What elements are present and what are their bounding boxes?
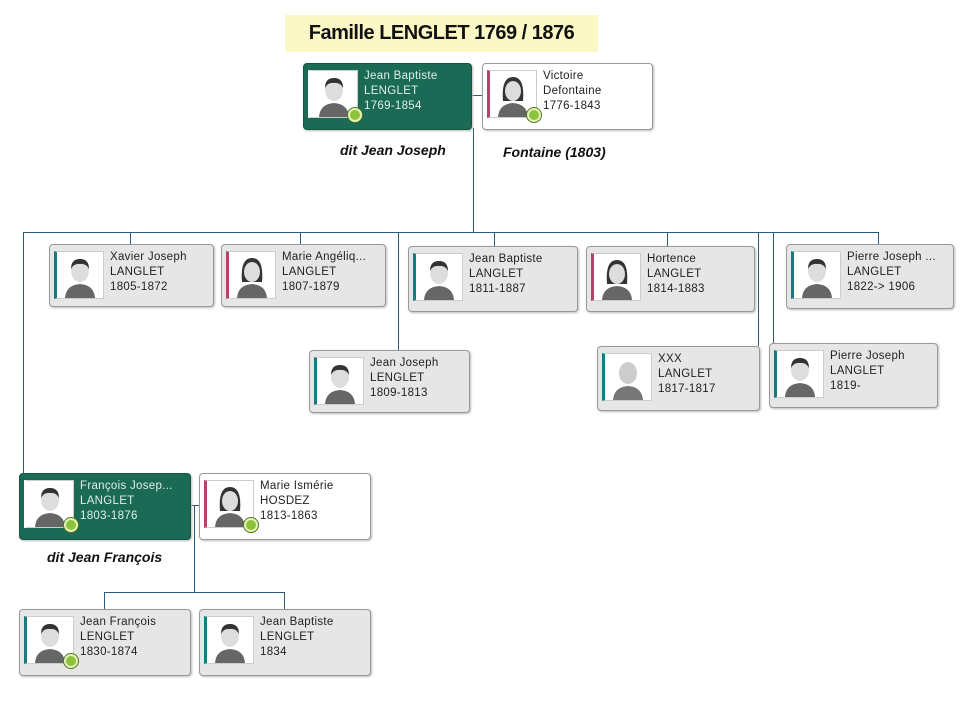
last-name: Defontaine xyxy=(543,85,602,97)
last-name: LANGLET xyxy=(110,266,165,278)
connector xyxy=(667,232,668,246)
last-name: LENGLET xyxy=(370,372,425,384)
person-card[interactable]: François Josep... LANGLET 1803-1876 xyxy=(19,473,191,540)
last-name: LANGLET xyxy=(80,495,135,507)
last-name: LANGLET xyxy=(469,268,524,280)
first-name: Pierre Joseph xyxy=(830,350,905,362)
dates: 1811-1887 xyxy=(469,283,526,295)
status-dot-icon xyxy=(64,518,78,532)
last-name: LANGLET xyxy=(647,268,702,280)
connector xyxy=(878,232,879,244)
first-name: Jean Baptiste xyxy=(469,253,543,265)
avatar xyxy=(774,350,824,398)
avatar xyxy=(314,357,364,405)
first-name: François Josep... xyxy=(80,480,173,492)
dates: 1807-1879 xyxy=(282,281,340,293)
status-dot-icon xyxy=(64,654,78,668)
dates: 1805-1872 xyxy=(110,281,168,293)
connector xyxy=(773,232,774,343)
status-dot-icon xyxy=(527,108,541,122)
page-title: Famille LENGLET 1769 / 1876 xyxy=(285,15,598,52)
note-jean-baptiste: dit Jean Joseph xyxy=(340,142,446,158)
connector xyxy=(284,592,285,609)
avatar xyxy=(54,251,104,299)
connector xyxy=(23,232,24,473)
last-name: LANGLET xyxy=(658,368,713,380)
dates: 1822-> 1906 xyxy=(847,281,916,293)
first-name: Xavier Joseph xyxy=(110,251,187,263)
first-name: Marie Angéliq... xyxy=(282,251,367,263)
avatar xyxy=(591,253,641,301)
connector xyxy=(104,592,284,593)
first-name: Jean Baptiste xyxy=(260,616,334,628)
connector xyxy=(398,232,399,350)
avatar xyxy=(487,70,537,118)
dates: 1809-1813 xyxy=(370,387,428,399)
connector xyxy=(473,128,474,232)
last-name: LANGLET xyxy=(282,266,337,278)
person-card[interactable]: Marie Angéliq... LANGLET 1807-1879 xyxy=(221,244,386,307)
last-name: LANGLET xyxy=(847,266,902,278)
status-dot-icon xyxy=(244,518,258,532)
avatar xyxy=(204,480,254,528)
avatar xyxy=(24,480,74,528)
avatar xyxy=(204,616,254,664)
first-name: Jean Baptiste xyxy=(364,70,438,82)
first-name: Marie Ismérie xyxy=(260,480,334,492)
last-name: LENGLET xyxy=(260,631,315,643)
connector xyxy=(494,232,495,246)
dates: 1776-1843 xyxy=(543,100,601,112)
note-francois: dit Jean François xyxy=(47,549,163,565)
person-card[interactable]: XXX LANGLET 1817-1817 xyxy=(597,346,760,411)
first-name: Hortence xyxy=(647,253,697,265)
last-name: HOSDEZ xyxy=(260,495,310,507)
connector xyxy=(194,505,195,592)
avatar xyxy=(226,251,276,299)
connector xyxy=(470,95,482,96)
last-name: LENGLET xyxy=(80,631,135,643)
person-card[interactable]: Pierre Joseph ... LANGLET 1822-> 1906 xyxy=(786,244,954,309)
last-name: LANGLET xyxy=(830,365,885,377)
avatar xyxy=(602,353,652,401)
last-name: LENGLET xyxy=(364,85,419,97)
first-name: Victoire xyxy=(543,70,584,82)
status-dot-icon xyxy=(348,108,362,122)
connector xyxy=(300,232,301,244)
dates: 1769-1854 xyxy=(364,100,422,112)
first-name: Jean Joseph xyxy=(370,357,439,369)
avatar xyxy=(791,251,841,299)
connector xyxy=(23,232,879,233)
dates: 1830-1874 xyxy=(80,646,138,658)
first-name: Pierre Joseph ... xyxy=(847,251,936,263)
dates: 1819- xyxy=(830,380,861,392)
dates: 1834 xyxy=(260,646,287,658)
avatar xyxy=(413,253,463,301)
first-name: Jean François xyxy=(80,616,157,628)
dates: 1803-1876 xyxy=(80,510,138,522)
dates: 1813-1863 xyxy=(260,510,318,522)
connector xyxy=(130,232,131,244)
connector xyxy=(758,232,759,346)
dates: 1817-1817 xyxy=(658,383,716,395)
dates: 1814-1883 xyxy=(647,283,705,295)
avatar xyxy=(308,70,358,118)
note-victoire: Fontaine (1803) xyxy=(503,144,606,160)
first-name: XXX xyxy=(658,353,682,365)
connector xyxy=(104,592,105,609)
